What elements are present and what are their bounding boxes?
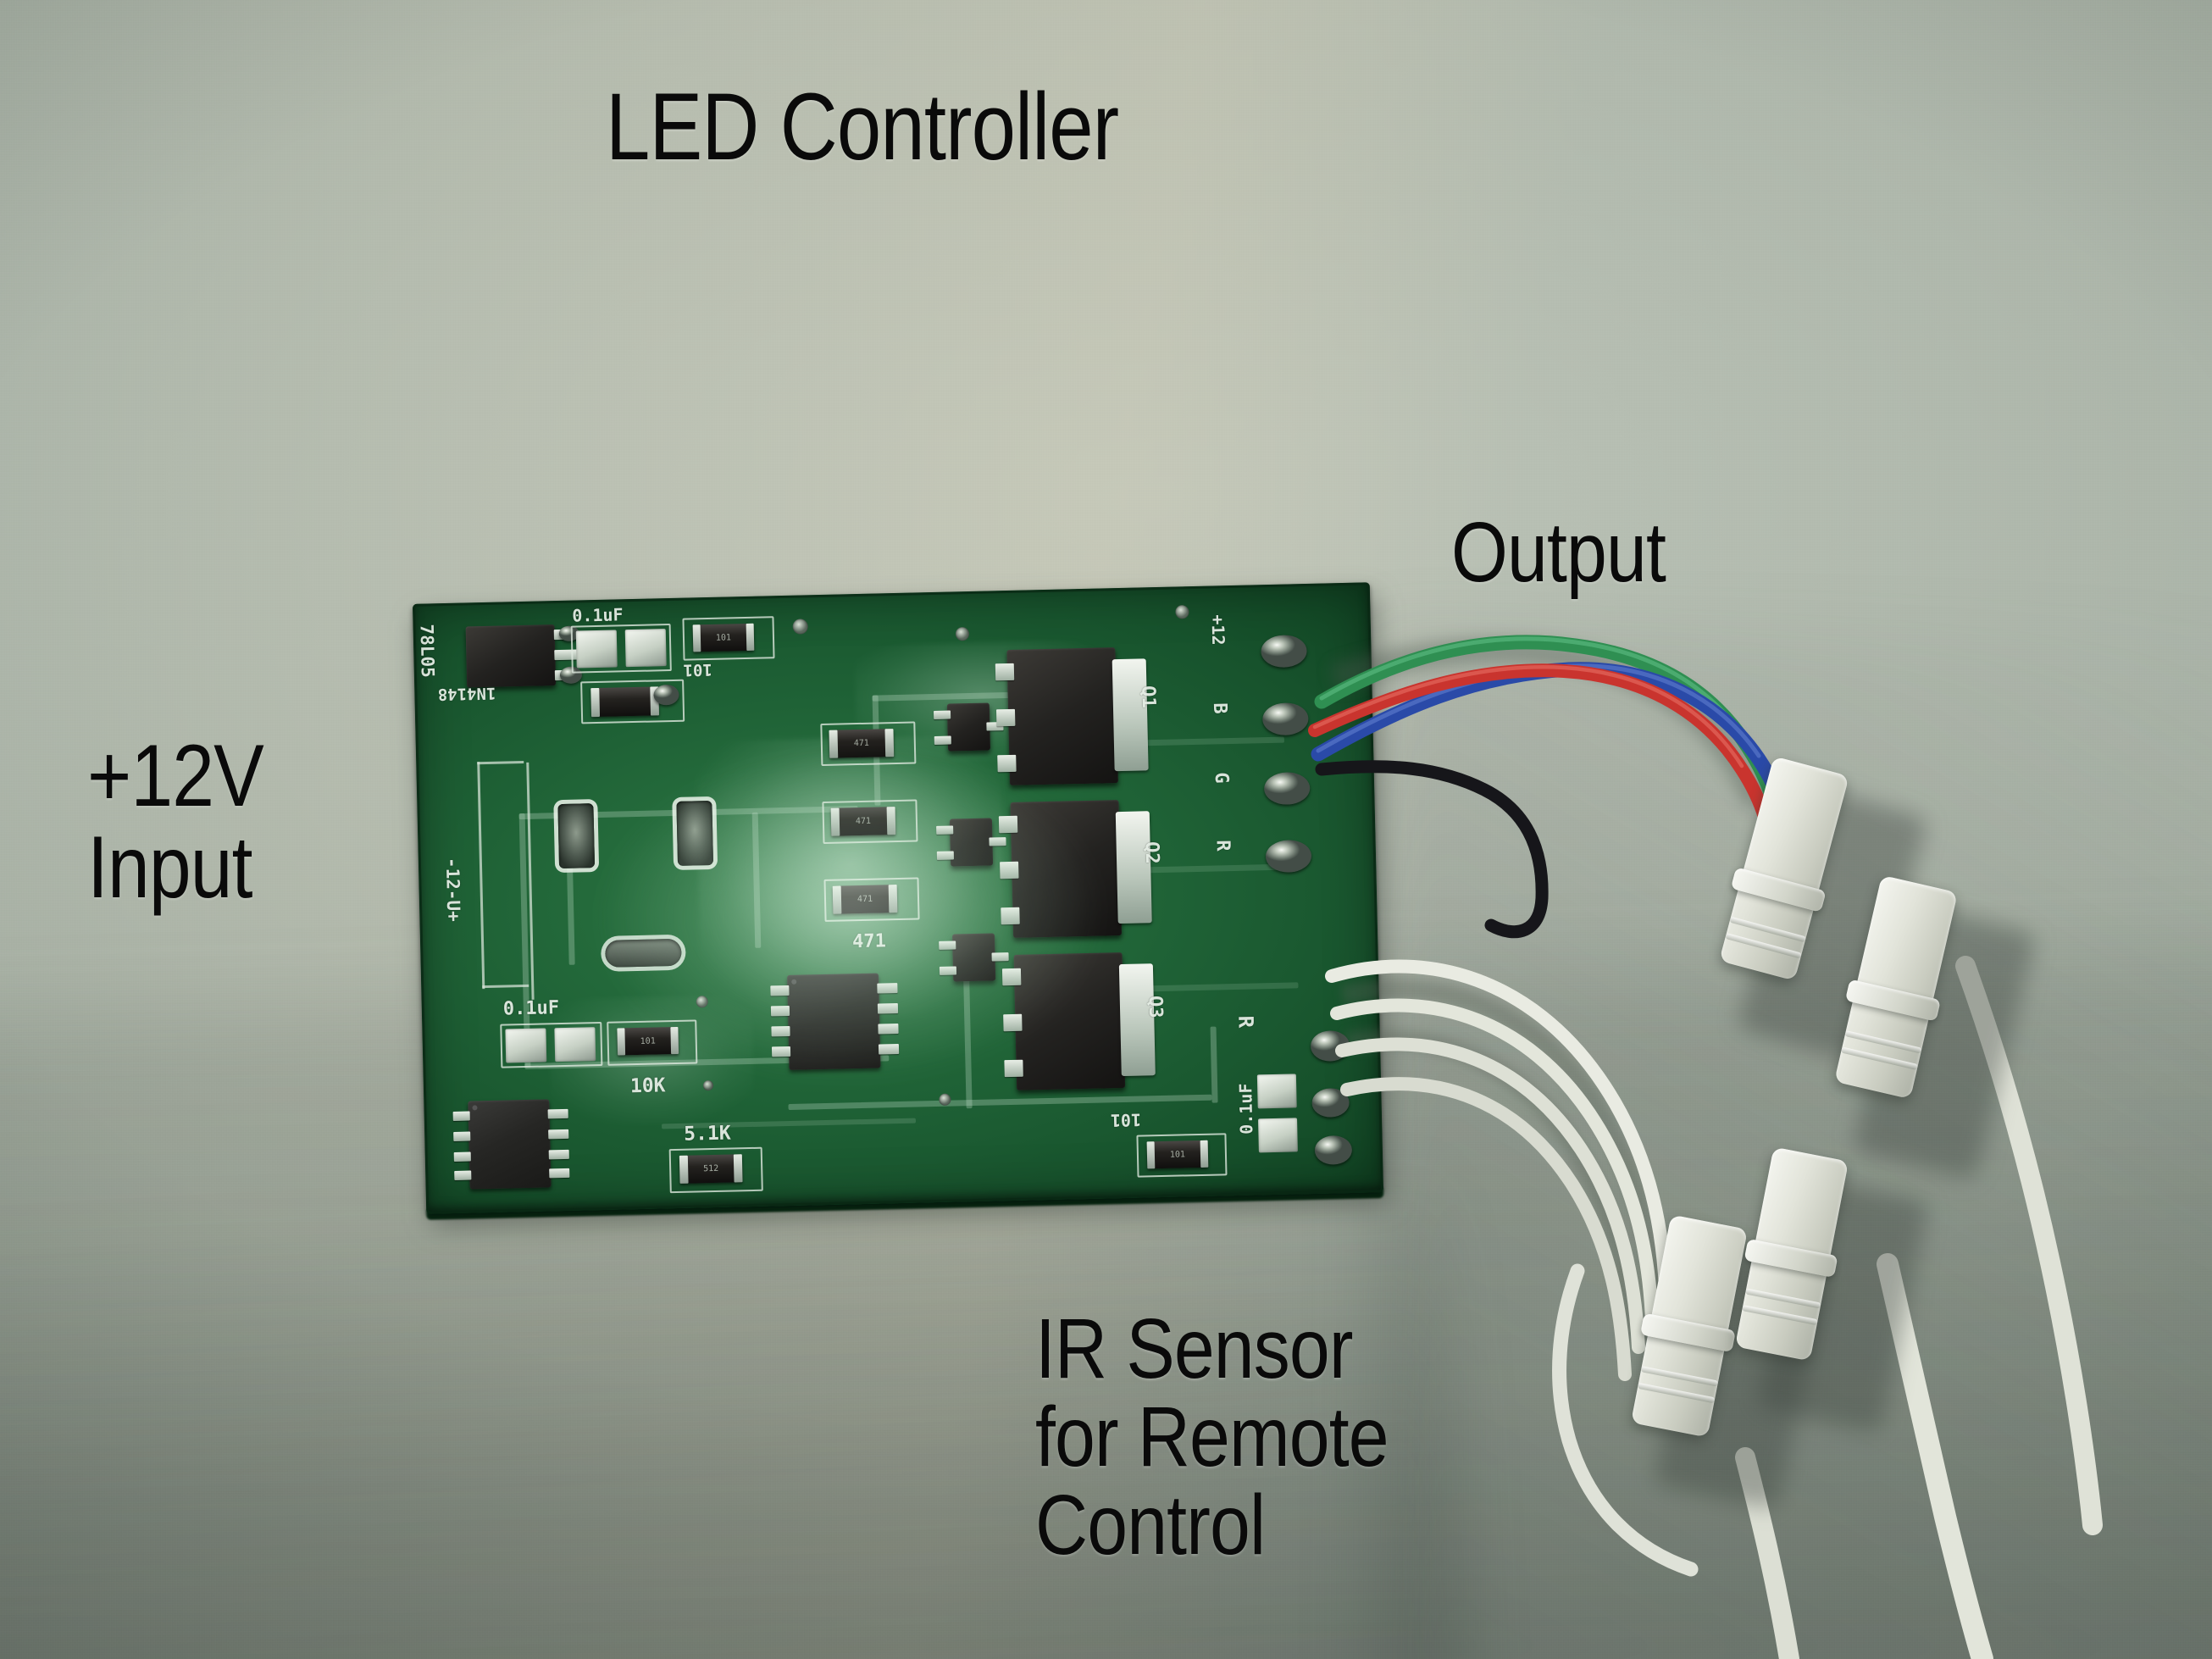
- output-pad-r[interactable]: [1265, 839, 1312, 874]
- resistor-marking: 471: [857, 894, 873, 905]
- mosfet-q2-tab: [1115, 811, 1152, 924]
- connector-rib: [1640, 1366, 1719, 1387]
- resistor-marking: 101: [640, 1036, 656, 1046]
- resistor-101-bl: 101: [617, 1026, 679, 1056]
- trace-h-7: [788, 1094, 1212, 1110]
- mosfet-q2: [1010, 800, 1123, 938]
- ic-bottom-left: [468, 1099, 552, 1190]
- resistor-471-1: 471: [829, 729, 895, 758]
- label-ir-sensor: IR Sensor for Remote Control: [1035, 1301, 1389, 1573]
- ir-pad-2[interactable]: [1311, 1087, 1350, 1118]
- silk-pad-r-bottom: R: [1234, 1015, 1258, 1029]
- connector-collar: [1844, 979, 1941, 1022]
- page-title: LED Controller: [606, 74, 1119, 180]
- silk-471: 471: [851, 930, 887, 953]
- resistor-101-br: 101: [1146, 1140, 1209, 1169]
- connector-rib: [1744, 1288, 1821, 1309]
- power-terminal-negative[interactable]: [557, 803, 596, 869]
- mosfet-q1-tab: [1112, 658, 1149, 772]
- connector-rib: [1742, 1305, 1818, 1326]
- pad-cap-bl-a: [505, 1028, 547, 1063]
- silk-0-1uf-bottom-left: 0.1uF: [502, 997, 560, 1020]
- pad-cap-top-b: [624, 629, 667, 668]
- connector-collar: [1640, 1312, 1736, 1353]
- jumper-slot: [605, 938, 682, 968]
- silk-q1: Q1: [1137, 685, 1159, 709]
- silk-q3: Q3: [1144, 995, 1167, 1018]
- silk-box-left: [477, 762, 485, 990]
- silk-box-bottom: [482, 984, 529, 989]
- mosfet-q3: [1013, 952, 1126, 1090]
- voltage-regulator-78l05: [465, 624, 557, 688]
- pad-cap-top-a: [575, 630, 618, 669]
- connector-collar: [1730, 867, 1827, 913]
- silk-101-top: 101: [683, 659, 713, 680]
- silk-q2: Q2: [1140, 841, 1163, 864]
- connector-rib: [1637, 1382, 1716, 1404]
- mosfet-q1: [1006, 647, 1118, 785]
- connector-collar: [1744, 1238, 1838, 1278]
- silk-5-1k: 5.1K: [683, 1122, 731, 1146]
- trace-h-5: [1143, 863, 1288, 874]
- resistor-471-3: 471: [832, 885, 898, 914]
- output-pad-12v[interactable]: [1261, 634, 1307, 669]
- pad-cap-bl-b: [554, 1027, 596, 1063]
- resistor-101-top: 101: [692, 623, 755, 652]
- led-controller-pcb: 78L05 1N4148 0.1uF 101 101 -12-U+: [412, 582, 1389, 1226]
- resistor-marking: 471: [853, 738, 870, 749]
- ic-pin1-marker: [472, 1105, 478, 1111]
- pcb-substrate: 78L05 1N4148 0.1uF 101 101 -12-U+: [412, 582, 1384, 1214]
- small-transistor-3: [951, 933, 996, 982]
- small-transistor-2: [949, 818, 994, 867]
- silk-pad-b: B: [1208, 702, 1231, 714]
- ic-microcontroller: [787, 973, 881, 1070]
- resistor-marking: 101: [715, 632, 732, 643]
- trace-h-6: [1145, 982, 1299, 992]
- via-top-right: [1175, 605, 1189, 619]
- silk-101-br: 101: [1110, 1109, 1142, 1131]
- resistor-471-2: 471: [830, 807, 896, 836]
- resistor-5k1: 512: [679, 1154, 743, 1184]
- via-top-center: [955, 627, 970, 641]
- resistor-marking: 101: [1169, 1149, 1186, 1160]
- silk-pad-12v: +12: [1207, 614, 1229, 646]
- silk-power-input: -12-U+: [441, 857, 464, 923]
- diode-1n4148: [590, 686, 660, 718]
- power-terminal-positive[interactable]: [676, 800, 714, 866]
- silk-0-1uf-top: 0.1uF: [572, 604, 624, 626]
- label-power-input: +12V Input: [87, 727, 264, 918]
- ic-pin1-marker: [791, 979, 797, 985]
- ir-pad-3[interactable]: [1314, 1135, 1353, 1165]
- output-pad-b[interactable]: [1261, 702, 1309, 736]
- resistor-marking: 512: [703, 1163, 719, 1174]
- mosfet-q3-tab: [1118, 963, 1156, 1077]
- resistor-marking: 471: [855, 816, 872, 827]
- silk-1n4148: 1N4148: [437, 683, 496, 704]
- output-pad-g[interactable]: [1263, 771, 1311, 806]
- silk-pad-g: G: [1210, 772, 1233, 784]
- silk-box-top: [477, 760, 524, 765]
- silk-10k: 10K: [629, 1074, 666, 1098]
- pad-cap-br-a: [1256, 1074, 1297, 1109]
- silk-pad-r-top: R: [1211, 840, 1234, 852]
- silk-78l05: 78L05: [416, 624, 438, 679]
- label-output: Output: [1451, 505, 1666, 600]
- silk-0-1uf-br: 0.1uF: [1235, 1083, 1257, 1135]
- via-top-1: [792, 619, 808, 635]
- ir-pad-1[interactable]: [1310, 1029, 1350, 1062]
- trace-v-5: [1210, 1026, 1218, 1103]
- small-transistor-1: [946, 702, 991, 752]
- trace-h-4: [1139, 736, 1284, 746]
- pad-cap-br-b: [1258, 1118, 1298, 1153]
